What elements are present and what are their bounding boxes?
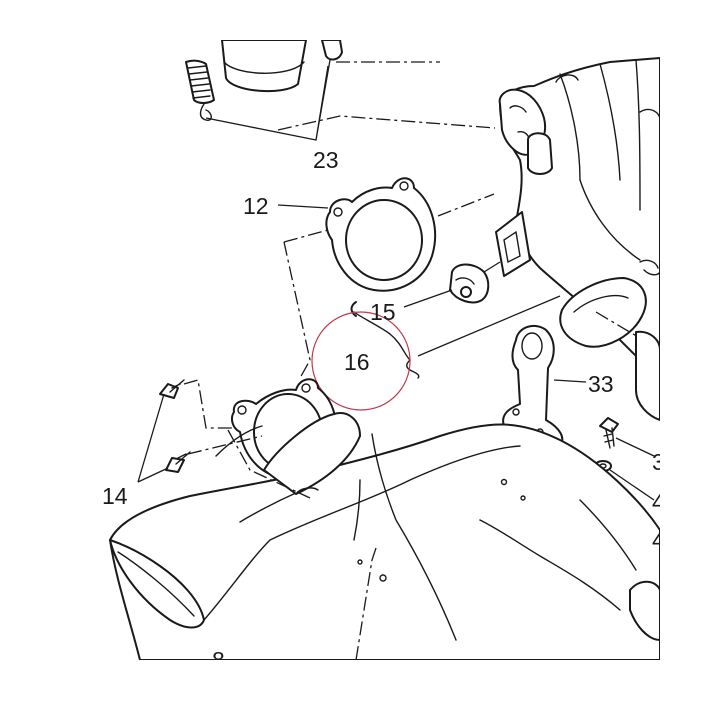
callout-23: 23 bbox=[313, 147, 339, 173]
callout-33: 33 bbox=[588, 371, 614, 397]
leader-15 bbox=[403, 289, 453, 308]
spring-part bbox=[185, 59, 215, 121]
centerline-gasket bbox=[227, 429, 311, 499]
leader-15b bbox=[483, 261, 501, 273]
callout-16: 16 bbox=[344, 349, 370, 375]
centerline-top bbox=[277, 115, 496, 131]
leader-4a bbox=[609, 469, 655, 501]
bolt-3-part bbox=[599, 417, 619, 449]
pipe-stub-part bbox=[221, 40, 343, 93]
centerline-12 bbox=[283, 193, 495, 243]
bottom-crop bbox=[0, 660, 720, 720]
callout-14: 14 bbox=[102, 483, 128, 509]
exhaust-header-part bbox=[495, 57, 660, 381]
callout-15: 15 bbox=[370, 299, 396, 325]
leader-16 bbox=[417, 295, 561, 357]
leader-14 bbox=[137, 393, 169, 483]
grommet-part bbox=[449, 263, 490, 304]
callout-12: 12 bbox=[243, 193, 269, 219]
leader-33 bbox=[553, 379, 587, 383]
centerline-silencer bbox=[355, 547, 377, 660]
leader-12 bbox=[277, 204, 329, 209]
centerline-left bbox=[283, 241, 311, 379]
gasket-upper-part bbox=[325, 177, 437, 292]
right-crop bbox=[660, 0, 720, 720]
bolt-lower-part bbox=[165, 451, 191, 473]
spring-clip-15 bbox=[350, 301, 357, 317]
leader-23 bbox=[205, 59, 331, 141]
silencer-body-part bbox=[109, 412, 660, 660]
centerline-14 bbox=[183, 379, 263, 455]
leader-3 bbox=[615, 437, 655, 457]
highlight-circle bbox=[311, 311, 411, 411]
header-right-edge bbox=[635, 259, 660, 421]
